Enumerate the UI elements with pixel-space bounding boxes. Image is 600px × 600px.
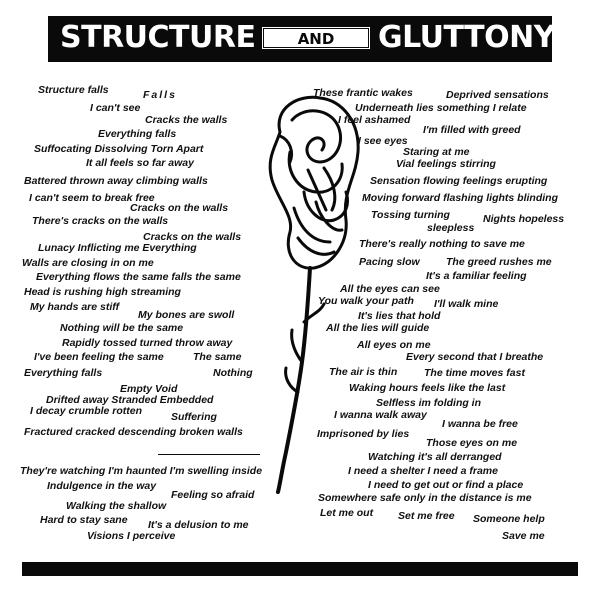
lyric-line: Structure falls (38, 84, 109, 96)
lyric-line: I wanna be free (442, 418, 518, 430)
bottom-bar (22, 562, 578, 576)
lyric-line: Fractured cracked descending broken wall… (24, 426, 243, 438)
and-box: AND (261, 26, 371, 50)
lyric-line: I can't seem to break free (29, 192, 155, 204)
lyric-line: Battered thrown away climbing walls (24, 175, 208, 187)
lyric-line: Lunacy Inflicting me Everything (38, 242, 197, 254)
lyric-line: All the lies will guide (326, 322, 430, 334)
divider-line (158, 454, 260, 455)
lyric-line: Empty Void (120, 383, 178, 395)
lyric-line: It's a familiar feeling (426, 270, 527, 282)
rose-drawing (268, 95, 360, 494)
lyric-line: They're watching I'm haunted I'm swellin… (20, 465, 263, 477)
lyric-line: My bones are swoll (138, 309, 235, 321)
lyric-line: Head is rushing high streaming (24, 286, 181, 298)
lyric-line: Every second that I breathe (406, 351, 544, 363)
lyric-line: The air is thin (329, 366, 398, 378)
lyric-line: Tossing turning (371, 209, 450, 221)
lyric-line: I see eyes (358, 135, 408, 147)
lyric-line: Watching it's all derranged (368, 451, 502, 463)
lyric-line: Cracks on the walls (143, 231, 242, 243)
lyric-line: Walls are closing in on me (22, 257, 154, 269)
lyric-line: Let me out (320, 507, 374, 519)
lyric-line: Selfless im folding in (376, 397, 482, 409)
lyric-line: Suffering (171, 411, 217, 423)
lyric-line: I wanna walk away (334, 409, 427, 421)
title-banner: STRUCTURE AND GLUTTONY (48, 16, 555, 62)
lyric-line: Pacing slow (359, 256, 420, 268)
lyric-line: There's really nothing to save me (359, 238, 525, 250)
lyric-line: Nothing will be the same (60, 322, 184, 334)
lyric-line: The same (193, 351, 242, 363)
lyric-line: Waking hours feels like the last (349, 382, 506, 394)
title-word-and: AND (297, 30, 335, 48)
lyric-line: I'll walk mine (434, 298, 499, 310)
lyric-line: Cracks on the walls (130, 202, 229, 214)
lyric-line: Underneath lies something I relate (355, 102, 527, 114)
lyric-line: Hard to stay sane (40, 514, 128, 526)
lyric-line: I'm filled with greed (423, 124, 521, 136)
lyric-line: Everything falls (98, 128, 177, 140)
lyric-line: sleepless (427, 222, 475, 234)
lyric-line: Set me free (398, 510, 455, 522)
lyric-line: Cracks the walls (145, 114, 228, 126)
lyric-line: I decay crumble rotten (30, 405, 143, 417)
lyric-line: Rapidly tossed turned throw away (62, 337, 233, 349)
lyric-line: Sensation flowing feelings erupting (370, 175, 548, 187)
lyric-line: You walk your path (318, 295, 414, 307)
lyric-line: I need a shelter I need a frame (348, 465, 498, 477)
lyric-line: Feeling so afraid (171, 489, 255, 501)
lyric-line: All the eyes can see (340, 283, 440, 295)
lyric-line: My hands are stiff (30, 301, 120, 313)
lyric-line: Vial feelings stirring (396, 158, 496, 170)
lyric-line: Nothing (213, 367, 253, 379)
lyric-line: Everything falls (24, 367, 103, 379)
lyric-line: All eyes on me (357, 339, 431, 351)
lyric-line: It's lies that hold (358, 310, 441, 322)
lyric-line: Indulgence in the way (47, 480, 157, 492)
lyric-line: It's a delusion to me (148, 519, 249, 531)
lyric-line: Those eyes on me (426, 437, 518, 449)
lyric-line: There's cracks on the walls (32, 215, 169, 227)
lyric-line: I need to get out or find a place (368, 479, 524, 491)
lyric-line: I feel ashamed (338, 114, 411, 126)
lyric-line: Imprisoned by lies (317, 428, 410, 440)
lyric-line: I can't see (90, 102, 141, 114)
title-word-structure: STRUCTURE (60, 20, 256, 55)
lyric-line: Drifted away Stranded Embedded (46, 394, 214, 406)
lyric-line: Everything flows the same falls the same (36, 271, 241, 283)
lyric-line: Walking the shallow (66, 500, 167, 512)
lyric-line: These frantic wakes (313, 87, 413, 99)
lyric-line: It all feels so far away (86, 157, 194, 169)
lyric-line: Moving forward flashing lights blinding (362, 192, 558, 204)
lyric-line: Suffocating Dissolving Torn Apart (34, 143, 204, 155)
lyric-line: Nights hopeless (483, 213, 565, 225)
lyric-line: Somewhere safe only in the distance is m… (318, 492, 532, 504)
lyric-line: The greed rushes me (446, 256, 552, 268)
lyric-line: The time moves fast (424, 367, 525, 379)
lyric-line: Visions I perceive (87, 530, 176, 542)
lyric-line: Save me (502, 530, 545, 542)
lyric-line: I've been feeling the same (34, 351, 164, 363)
lyric-line: Staring at me (403, 146, 470, 158)
lyric-line: Deprived sensations (446, 89, 549, 101)
title-word-gluttony: GLUTTONY (378, 20, 555, 55)
lyric-line: Falls (143, 89, 177, 101)
lyric-line: Someone help (473, 513, 545, 525)
